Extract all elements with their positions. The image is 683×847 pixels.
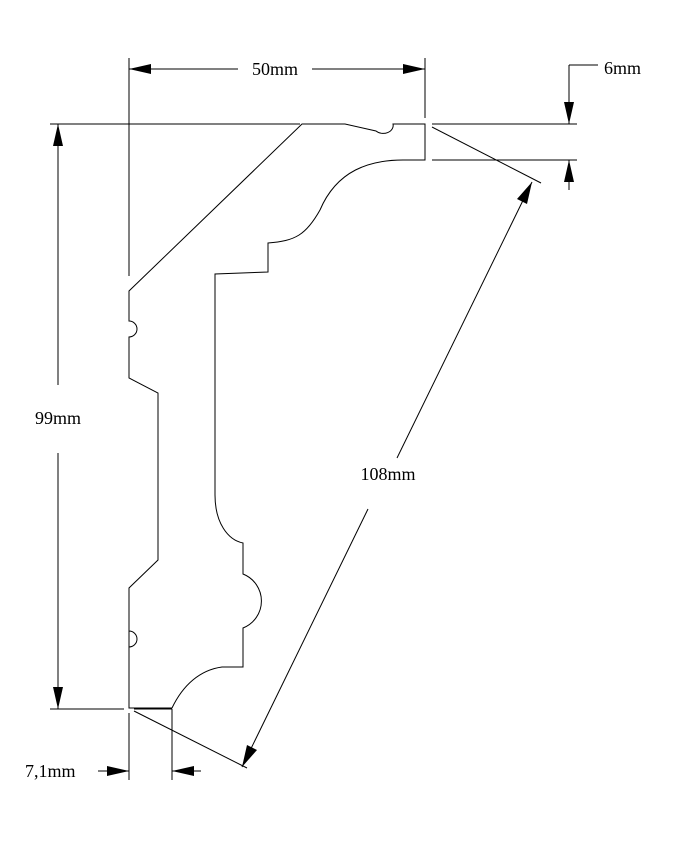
diagonal-arrow-bottom bbox=[242, 745, 257, 767]
width-arrow-left bbox=[129, 64, 151, 74]
molding-profile bbox=[128, 123, 426, 709]
diagonal-extension-bottom bbox=[133, 710, 248, 769]
width-label: 50mm bbox=[252, 59, 298, 79]
offset-arrow-left bbox=[107, 766, 129, 776]
height-label: 99mm bbox=[35, 408, 81, 428]
bottom-offset-label: 7,1mm bbox=[25, 761, 76, 781]
diagonal-arrow-top bbox=[517, 182, 532, 204]
return-arrow-top bbox=[564, 102, 574, 124]
height-arrow-top bbox=[53, 124, 63, 146]
offset-arrow-right bbox=[172, 766, 194, 776]
width-arrow-right bbox=[403, 64, 425, 74]
return-arrow-bottom bbox=[564, 160, 574, 182]
height-arrow-bottom bbox=[53, 687, 63, 709]
top-return-label: 6mm bbox=[604, 58, 641, 78]
diagonal-dimension-line-top bbox=[396, 181, 533, 459]
diagonal-dimension-line-bottom bbox=[241, 508, 369, 768]
diagonal-label: 108mm bbox=[360, 464, 415, 484]
diagonal-extension-top bbox=[431, 126, 542, 184]
